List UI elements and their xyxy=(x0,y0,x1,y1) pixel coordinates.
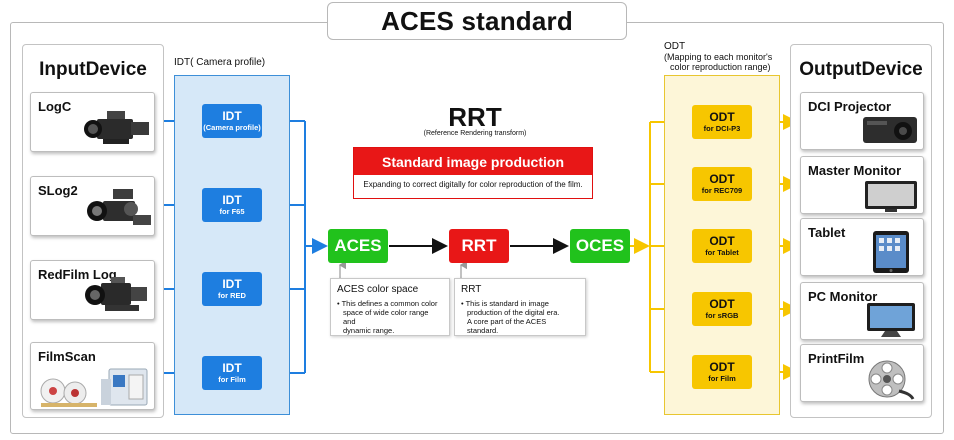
odt-box: ODT for Tablet xyxy=(692,229,752,263)
tablet-icon xyxy=(873,231,909,273)
idt-box: IDT for F65 xyxy=(202,188,262,222)
output-device-heading: OutputDevice xyxy=(799,59,923,80)
aces-node: ACES xyxy=(328,229,388,263)
odt-box-label: ODT xyxy=(709,360,735,374)
odt-box: ODT for REC709 xyxy=(692,167,752,201)
input-device-label: SLog2 xyxy=(38,183,78,198)
input-device-heading: InputDevice xyxy=(39,59,147,80)
aces-note: ACES color space • This defines a common… xyxy=(330,278,450,336)
rrt-note: RRT • This is standard in image producti… xyxy=(454,278,586,336)
odt-box-label: ODT xyxy=(709,234,735,248)
idt-box-sublabel: for RED xyxy=(218,291,246,300)
output-device-label: Tablet xyxy=(808,225,846,240)
cinema-camera-icon xyxy=(84,111,149,144)
idt-box: IDT for RED xyxy=(202,272,262,306)
output-device-label: PC Monitor xyxy=(808,289,878,304)
oces-node: OCES xyxy=(570,229,630,263)
output-device-card: DCI Projector xyxy=(800,92,924,150)
odt-box-label: ODT xyxy=(709,172,735,186)
standard-image-production-panel: Standard image production Expanding to c… xyxy=(353,147,593,199)
idt-caption: IDT( Camera profile) xyxy=(174,57,266,68)
aces-note-text: • This defines a common color space of w… xyxy=(337,299,438,335)
odt-box-label: ODT xyxy=(709,297,735,311)
rrt-note-text: • This is standard in image production o… xyxy=(461,299,560,335)
odt-caption: ODT (Mapping to each monitor's color rep… xyxy=(664,41,773,73)
idt-box-label: IDT xyxy=(222,361,242,375)
output-device-label: Master Monitor xyxy=(808,163,902,178)
rrt-note-title: RRT xyxy=(461,284,482,295)
output-device-card: PrintFilm xyxy=(800,344,924,402)
monitor-icon xyxy=(865,181,917,212)
odt-box-label: ODT xyxy=(709,110,735,124)
standard-image-production-text: Expanding to correct digitally for color… xyxy=(363,180,583,189)
idt-box-sublabel: for Film xyxy=(218,375,246,384)
odt-box-sublabel: for sRGB xyxy=(705,311,739,320)
odt-box: ODT for Film xyxy=(692,355,752,389)
aces-note-title: ACES color space xyxy=(337,284,419,295)
output-device-card: PC Monitor xyxy=(800,282,924,340)
input-device-card: RedFilm Log xyxy=(30,260,155,320)
output-device-label: PrintFilm xyxy=(808,351,865,366)
film-scanner-icon xyxy=(40,368,148,407)
output-device-card: Tablet xyxy=(800,218,924,276)
odt-box-sublabel: for Film xyxy=(708,374,736,383)
input-device-label: RedFilm Log xyxy=(38,267,117,282)
idt-box: IDT for Film xyxy=(202,356,262,390)
pc-monitor-icon xyxy=(867,303,915,337)
odt-box-sublabel: for REC709 xyxy=(701,186,743,195)
odt-box: ODT for DCI-P3 xyxy=(692,105,752,139)
film-reel-icon xyxy=(868,360,915,400)
idt-box-sublabel: (Camera profile) xyxy=(203,123,261,132)
idt-box-label: IDT xyxy=(222,277,242,291)
odt-box: ODT for sRGB xyxy=(692,292,752,326)
rrt-heading: RRT xyxy=(448,102,502,132)
input-device-card: FilmScan xyxy=(30,342,155,410)
rrt-subheading: (Reference Rendering transform) xyxy=(423,130,527,137)
idt-box-label: IDT xyxy=(222,109,242,123)
projector-icon xyxy=(863,117,917,143)
odt-box-sublabel: for Tablet xyxy=(705,248,739,257)
diagram-title: ACES standard xyxy=(327,2,627,40)
idt-box-sublabel: for F65 xyxy=(219,207,245,216)
input-device-label: FilmScan xyxy=(38,349,96,364)
input-device-label: LogC xyxy=(38,99,72,114)
output-device-label: DCI Projector xyxy=(808,99,892,114)
idt-box-label: IDT xyxy=(222,193,242,207)
idt-box: IDT (Camera profile) xyxy=(202,104,262,138)
output-device-card: Master Monitor xyxy=(800,156,924,214)
cinema-camera-icon xyxy=(87,189,151,225)
input-device-card: SLog2 xyxy=(30,176,155,236)
input-device-card: LogC xyxy=(30,92,155,152)
rrt-node: RRT xyxy=(449,229,509,263)
odt-box-sublabel: for DCI-P3 xyxy=(703,124,741,133)
standard-image-production-title: Standard image production xyxy=(354,148,592,175)
cinema-camera-icon xyxy=(85,277,147,311)
